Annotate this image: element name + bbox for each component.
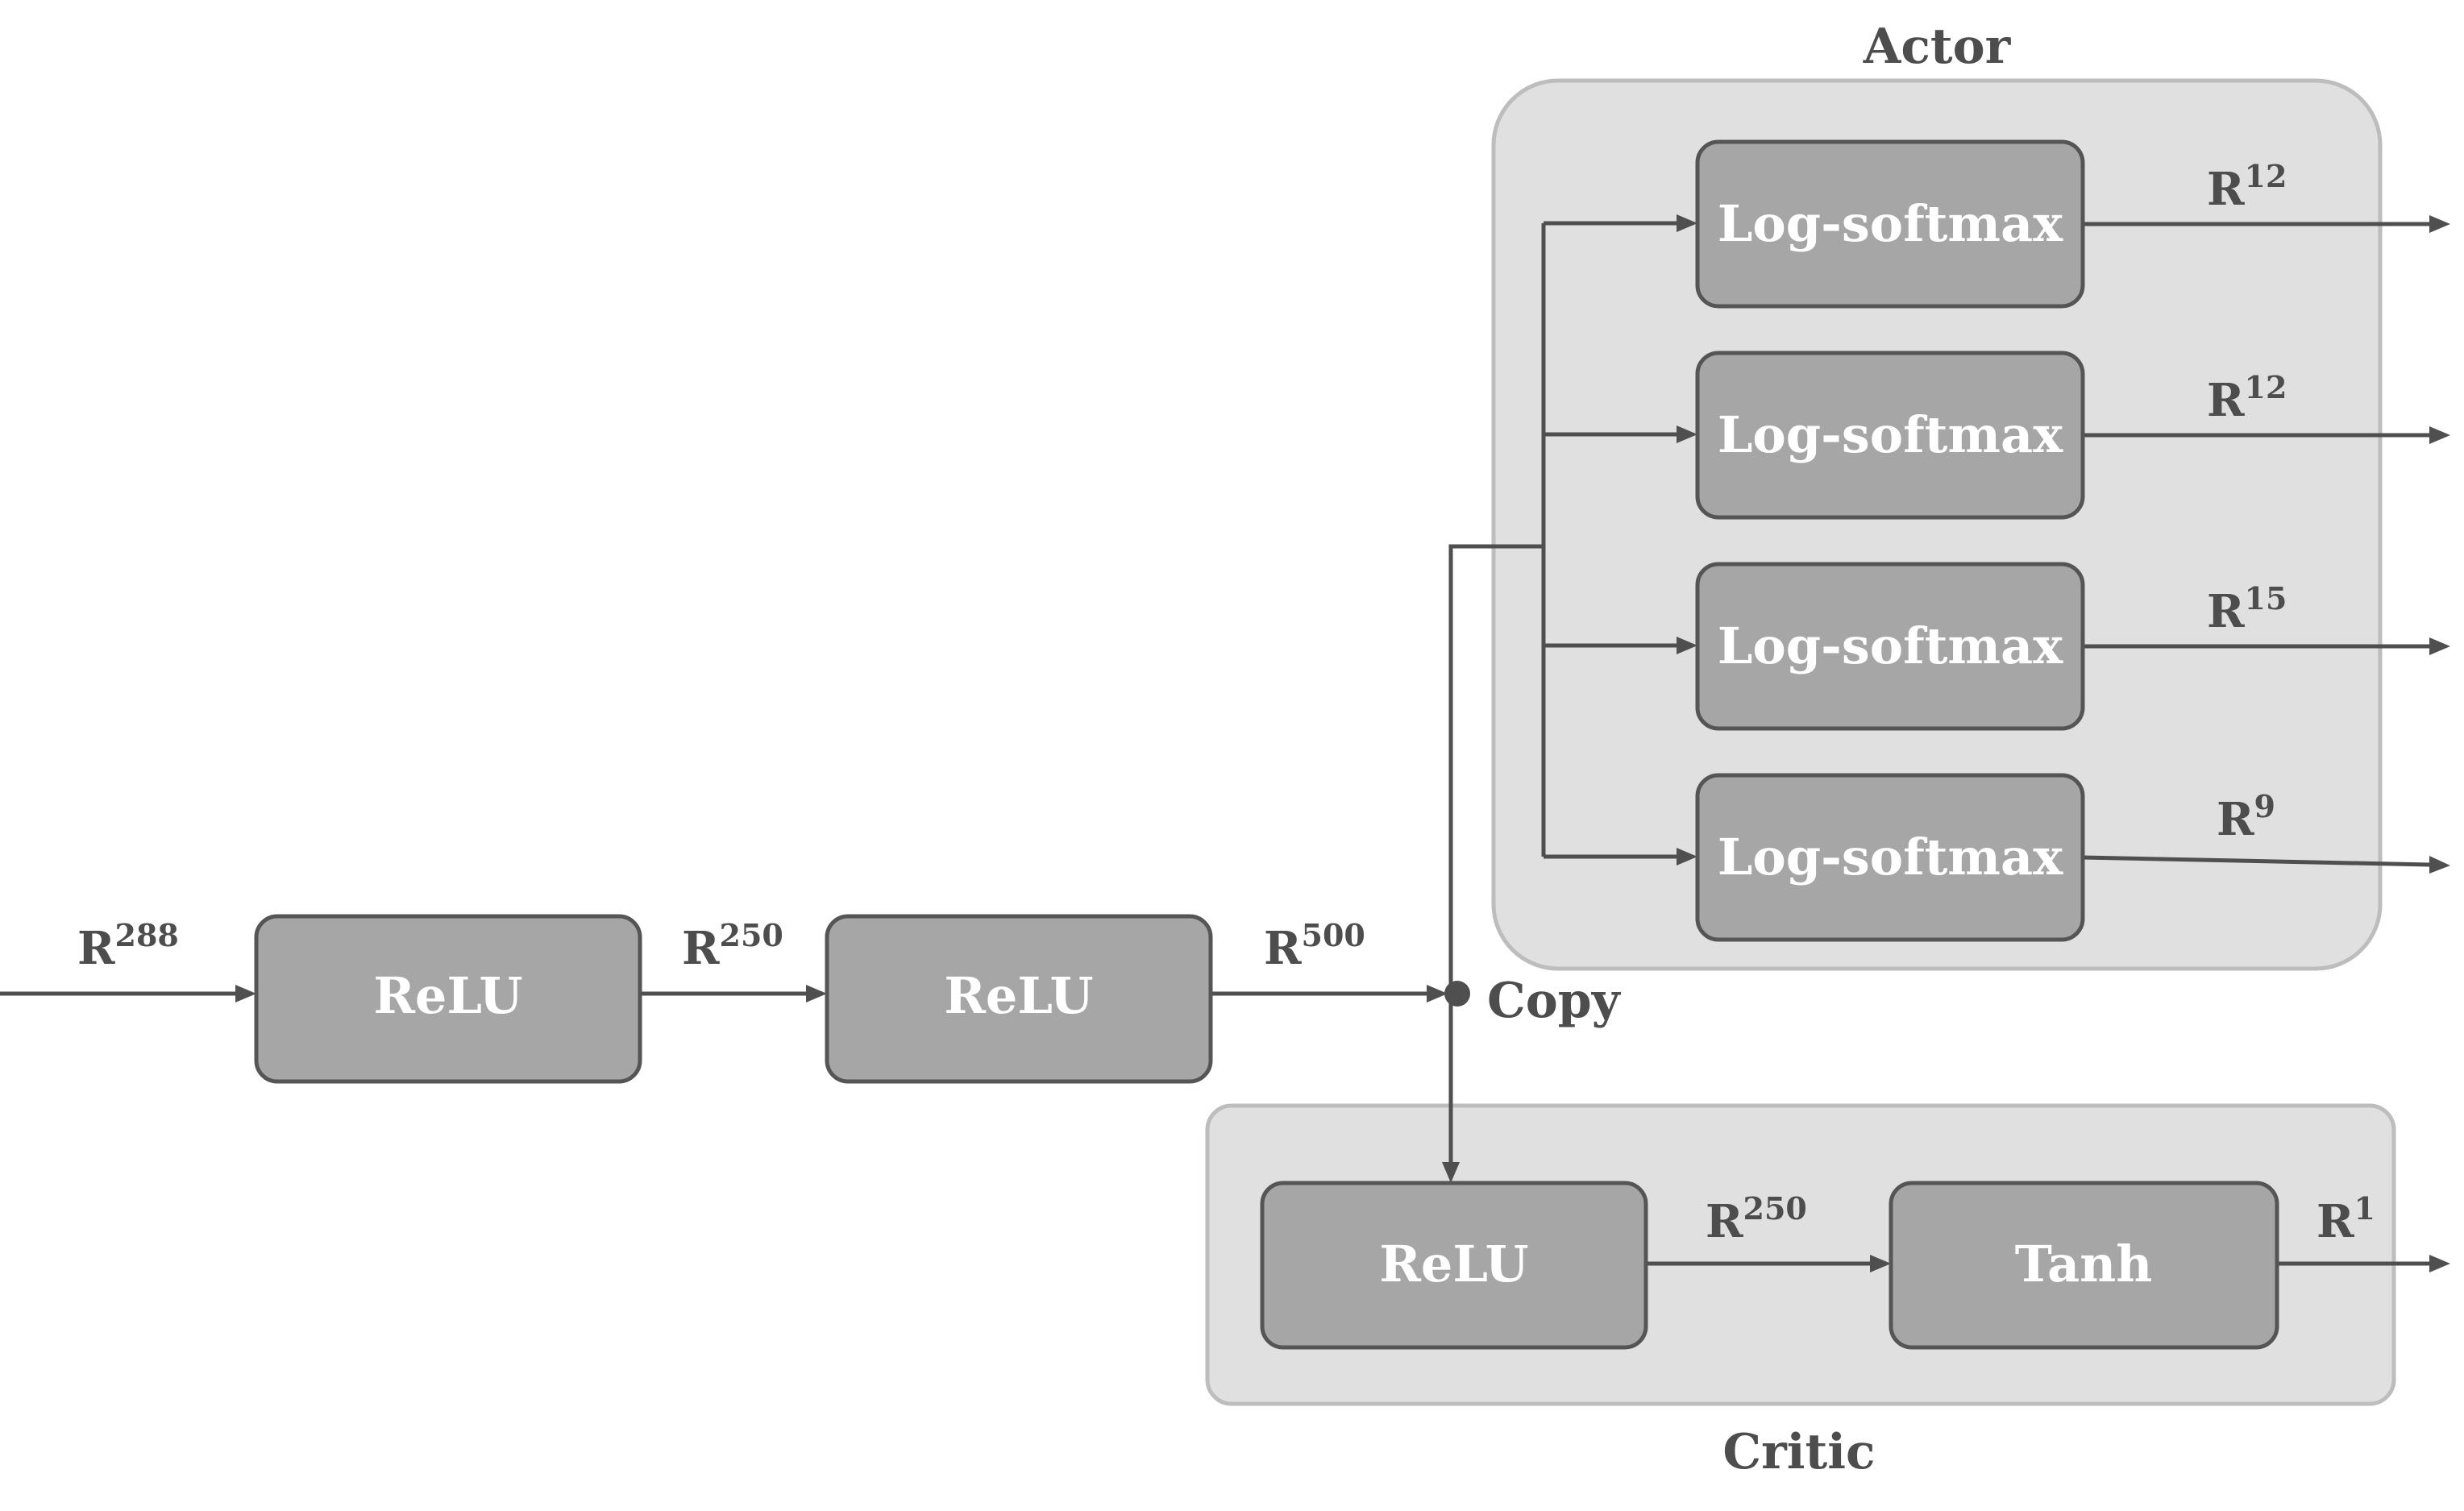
node-logsoftmax-4-label: Log-softmax <box>1718 828 2063 886</box>
label-relu2-copy-dim: R500 <box>1264 917 1365 975</box>
node-logsoftmax-3: Log-softmax <box>1695 562 2085 731</box>
node-relu-1: ReLU <box>254 914 642 1084</box>
node-critic-tanh-label: Tanh <box>2015 1235 2153 1293</box>
node-relu-1-label: ReLU <box>373 966 522 1025</box>
node-logsoftmax-1: Log-softmax <box>1695 139 2085 309</box>
node-critic-relu-box <box>1260 1181 1648 1350</box>
node-logsoftmax-3-box <box>1695 562 2085 731</box>
label-critic-mid-dim: R250 <box>1706 1190 1807 1248</box>
node-relu-1-box <box>254 914 642 1084</box>
critic-group-title: Critic <box>1722 1424 1875 1480</box>
arrow-branch-4 <box>1677 848 1697 866</box>
arrow-input <box>235 985 256 1002</box>
node-critic-relu-label: ReLU <box>1379 1235 1528 1293</box>
node-logsoftmax-1-label: Log-softmax <box>1718 194 2063 253</box>
node-logsoftmax-2-box <box>1695 351 2085 520</box>
node-relu-2-label: ReLU <box>944 966 1093 1025</box>
node-relu-2-box <box>825 914 1213 1084</box>
copy-junction: Copy <box>1444 973 1622 1029</box>
arrow-relu1-relu2 <box>806 985 827 1002</box>
arrow-branch-3 <box>1677 637 1697 654</box>
copy-junction-label: Copy <box>1487 973 1622 1029</box>
arrow-copy-critic <box>1442 1162 1460 1183</box>
copy-junction-dot <box>1444 981 1470 1007</box>
arrow-branch-2 <box>1677 425 1697 443</box>
arrow-actor-out-3 <box>2429 637 2450 655</box>
wire-copy-actor <box>1448 544 1544 994</box>
node-logsoftmax-4-box <box>1695 773 2085 942</box>
label-actor-out-1-dim: R12 <box>2207 158 2287 216</box>
label-critic-out-dim: R1 <box>2316 1190 2375 1248</box>
label-input-dim: R288 <box>77 917 179 975</box>
node-critic-tanh-box <box>1889 1181 2279 1350</box>
label-actor-out-2-dim: R12 <box>2207 369 2287 427</box>
arrow-critic-out <box>2429 1255 2450 1272</box>
arrow-actor-out-2 <box>2429 426 2450 444</box>
wires <box>0 214 2450 1272</box>
actor-group-title: Actor <box>1863 19 2012 75</box>
label-relu1-relu2-dim: R250 <box>682 917 783 975</box>
arrow-relu2-copy <box>1427 985 1448 1002</box>
node-logsoftmax-2-label: Log-softmax <box>1718 405 2063 464</box>
arrow-branch-1 <box>1677 214 1697 232</box>
node-logsoftmax-3-label: Log-softmax <box>1718 616 2063 675</box>
arrow-actor-out-1 <box>2429 215 2450 233</box>
wire-actor-out-4 <box>2082 855 2430 867</box>
node-logsoftmax-4: Log-softmax <box>1695 773 2085 942</box>
label-actor-out-3-dim: R15 <box>2207 580 2287 638</box>
arrow-critic-mid <box>1870 1255 1891 1272</box>
label-actor-out-4-dim: R9 <box>2217 788 2275 846</box>
arrow-actor-out-4 <box>2429 856 2450 874</box>
node-relu-2: ReLU <box>825 914 1213 1084</box>
node-critic-tanh: Tanh <box>1889 1181 2279 1350</box>
node-logsoftmax-2: Log-softmax <box>1695 351 2085 520</box>
node-logsoftmax-1-box <box>1695 139 2085 309</box>
node-critic-relu: ReLU <box>1260 1181 1648 1350</box>
